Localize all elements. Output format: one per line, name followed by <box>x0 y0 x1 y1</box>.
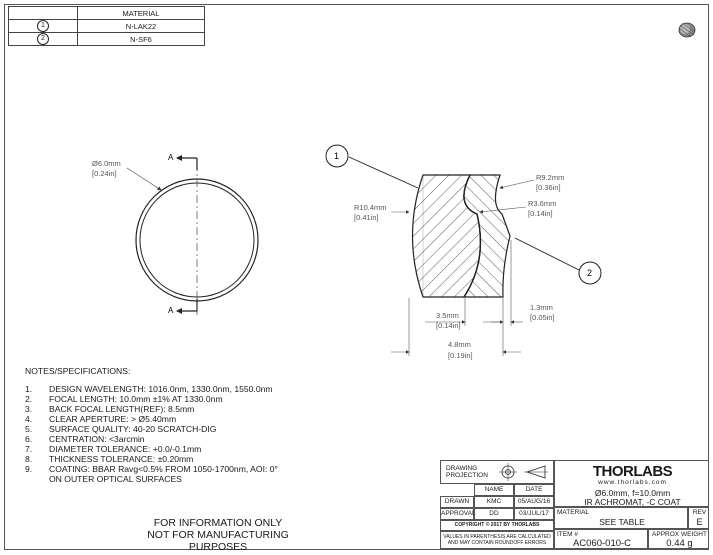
t1-mm: 3.5mm <box>436 311 459 320</box>
copyright: COPYRIGHT © 2017 BY THORLABS <box>440 520 554 531</box>
name-header: NAME <box>474 484 514 496</box>
approval-date: 03/JUL/17 <box>514 508 554 520</box>
t1-in: [0.14in] <box>436 321 461 330</box>
thorlabs-logo: THORLABS <box>592 463 673 480</box>
note-item: 3.BACK FOCAL LENGTH(REF): 8.5mm <box>25 404 195 414</box>
balloon-2 <box>578 261 602 285</box>
note-item: 1.DESIGN WAVELENGTH: 1016.0nm, 1330.0nm,… <box>25 384 273 394</box>
r2-mm: R9.2mm <box>536 173 564 182</box>
note-item: 8.THICKNESS TOLERANCE: ±0.20mm <box>25 454 194 464</box>
note-item: 2.FOCAL LENGTH: 10.0mm ±1% AT 1330.0nm <box>25 394 223 404</box>
section-label-top: A <box>168 153 174 162</box>
drawn-name: KMC <box>474 496 514 508</box>
row-id: 1 <box>37 20 49 32</box>
material-label: MATERIAL <box>557 509 590 516</box>
drawing-border <box>4 4 709 550</box>
rev-value: E <box>696 517 703 527</box>
weight-value: 0.44 g <box>666 538 693 549</box>
r1-mm: R10.4mm <box>354 203 387 212</box>
info-disclaimer: FOR INFORMATION ONLY NOT FOR MANUFACTURI… <box>147 517 289 553</box>
front-dia-mm: Ø6.0mm <box>92 159 121 168</box>
title-block: DRAWING PROJECTION NAME DATE DRAWN KMC 0… <box>440 460 709 549</box>
drawn-label: DRAWN <box>440 496 474 508</box>
drawn-date: 05/AUG/16 <box>514 496 554 508</box>
notes-specifications: NOTES/SPECIFICATIONS: 1.DESIGN WAVELENGT… <box>25 366 278 484</box>
balloon-1 <box>325 144 349 168</box>
item-value: AC060-010-C <box>572 538 632 549</box>
approval-label: APPROVAL <box>440 508 476 520</box>
title-line-2: IR ACHROMAT, -C COAT <box>584 497 681 507</box>
title-line-1: Ø6.0mm, f=10.0mm <box>594 488 671 498</box>
note-item: 7.DIAMETER TOLERANCE: +0.0/-0.1mm <box>25 444 202 454</box>
r3-in: [0.14in] <box>528 209 553 218</box>
projection-symbol-icon <box>499 463 548 481</box>
r1-in: [0.41in] <box>354 213 379 222</box>
tt-mm: 4.8mm <box>448 340 471 349</box>
values-note: VALUES IN PARENTHESIS ARE CALCULATED AND… <box>440 531 554 549</box>
weight-label: APPROX WEIGHT <box>652 531 707 538</box>
section-label-bottom: A <box>168 306 174 315</box>
note-item: 6.CENTRATION: <3arcmin <box>25 434 145 444</box>
row-id: 2 <box>37 33 49 45</box>
date-header: DATE <box>514 484 554 496</box>
thorlabs-url: www.thorlabs.com <box>598 479 667 486</box>
balloon-1-label: 1 <box>334 151 339 161</box>
tt-in: [0.19in] <box>448 351 473 360</box>
front-view <box>126 155 259 317</box>
note-item: 9.COATING: BBAR Ravg<0.5% FROM 1050-1700… <box>25 464 278 474</box>
t2-in: [0.05in] <box>530 313 555 322</box>
note-item: 5.SURFACE QUALITY: 40-20 SCRATCH-DIG <box>25 424 217 434</box>
r3-mm: R3.6mm <box>528 199 556 208</box>
front-dia-in: [0.24in] <box>92 169 117 178</box>
material-table: MATERIAL 1 N-LAK22 2 N-SF6 <box>8 6 205 46</box>
approval-name: DD <box>474 508 514 520</box>
material-value: SEE TABLE <box>599 517 645 527</box>
item-label: ITEM # <box>557 531 578 538</box>
balloon-2-label: 2 <box>587 268 592 278</box>
material-table-row: 2 N-SF6 <box>8 32 205 46</box>
rev-label: REV <box>692 509 707 516</box>
notes-heading: NOTES/SPECIFICATIONS: <box>25 366 131 376</box>
note-item: 4.CLEAR APERTURE: > Ø5.40mm <box>25 414 177 424</box>
projection-label: DRAWING PROJECTION <box>446 465 488 479</box>
r2-in: [0.36in] <box>536 183 561 192</box>
note-item: ON OUTER OPTICAL SURFACES <box>49 474 182 484</box>
cross-section-view <box>348 156 584 356</box>
lens-thumbnail <box>678 22 696 38</box>
t2-mm: 1.3mm <box>530 303 553 312</box>
material-name: N-SF6 <box>77 32 205 46</box>
